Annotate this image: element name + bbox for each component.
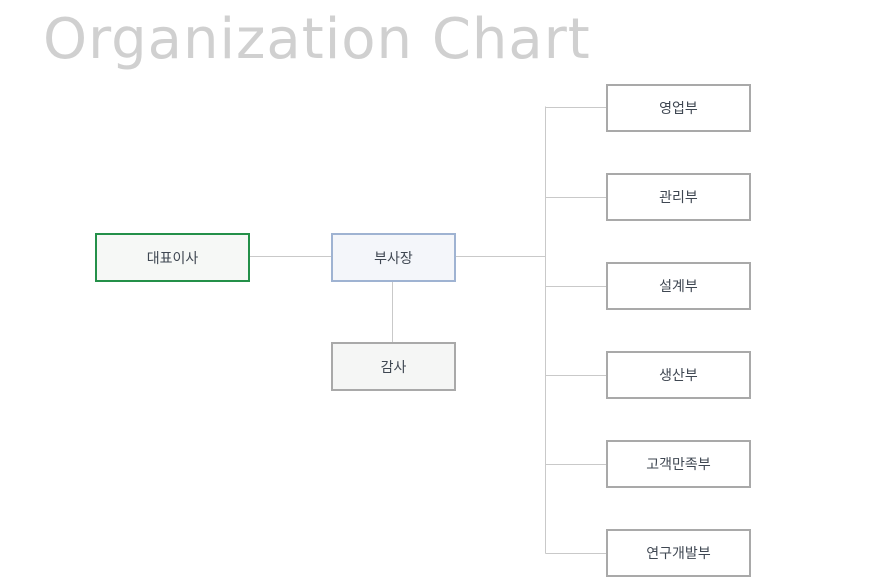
- node-department-design: 설계부: [606, 262, 751, 310]
- node-department-label: 설계부: [659, 279, 698, 295]
- node-department-research-development: 연구개발부: [606, 529, 751, 577]
- node-department-management: 관리부: [606, 173, 751, 221]
- node-vice-president: 부사장: [331, 233, 456, 282]
- node-department-sales: 영업부: [606, 84, 751, 132]
- node-department-production: 생산부: [606, 351, 751, 399]
- node-department-label: 영업부: [659, 101, 698, 117]
- node-audit-label: 감사: [380, 359, 407, 376]
- node-vice-president-label: 부사장: [374, 250, 413, 267]
- node-audit: 감사: [331, 342, 456, 391]
- node-department-customer-satisfaction: 고객만족부: [606, 440, 751, 488]
- node-department-label: 생산부: [659, 368, 698, 384]
- node-ceo-label: 대표이사: [146, 250, 199, 267]
- node-department-label: 고객만족부: [646, 457, 711, 473]
- node-department-label: 관리부: [659, 190, 698, 206]
- node-department-label: 연구개발부: [646, 546, 711, 562]
- page-title: Organization Chart: [43, 7, 591, 72]
- node-ceo: 대표이사: [95, 233, 250, 282]
